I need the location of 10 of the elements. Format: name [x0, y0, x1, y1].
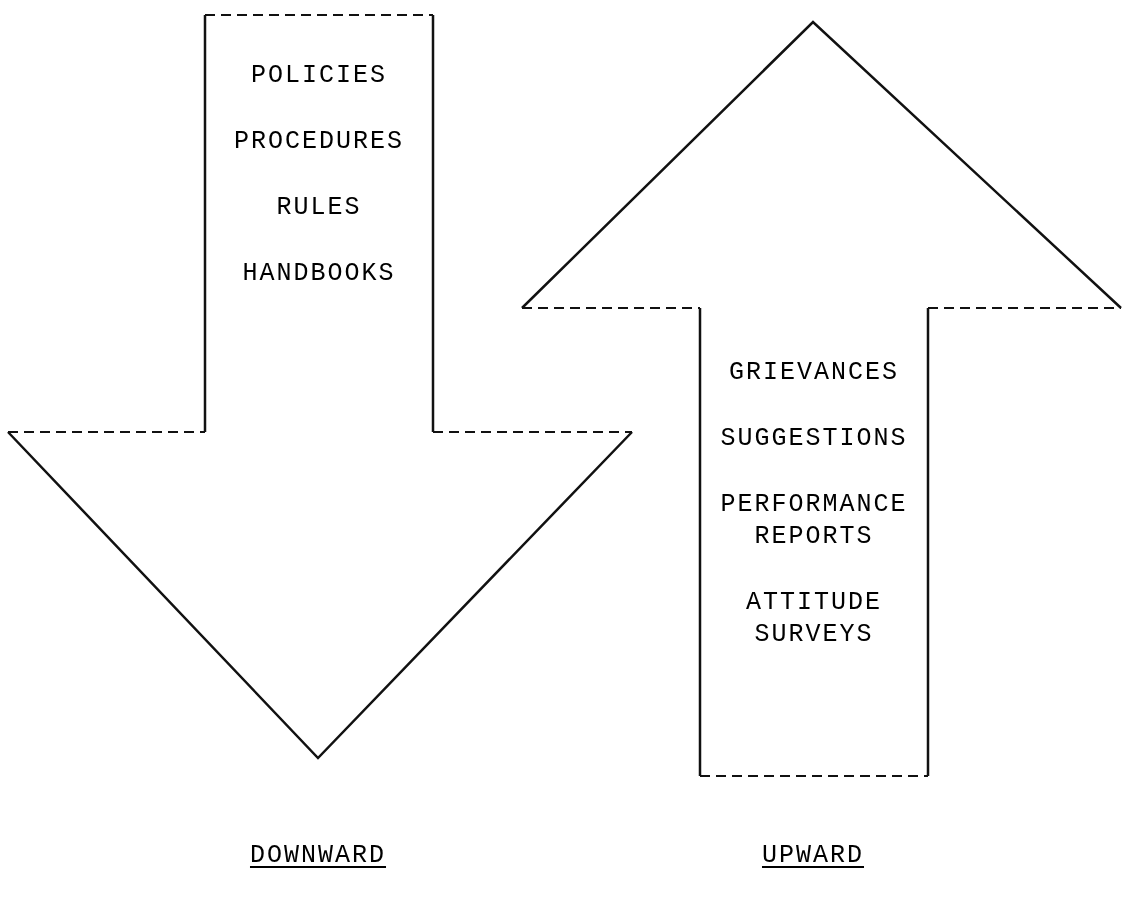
list-item-text: PROCEDURES [233, 126, 405, 158]
list-item-text: POLICIES [250, 60, 388, 92]
list-item-text: GRIEVANCES [728, 357, 900, 389]
list-item-text: RULES [275, 192, 363, 224]
direction-caption: DOWNWARD [250, 840, 386, 872]
list-item-text: ATTITUDE SURVEYS [745, 587, 883, 651]
list-item-text: SUGGESTIONS [719, 423, 909, 455]
list-item-text: PERFORMANCE REPORTS [719, 489, 909, 553]
direction-caption: UPWARD [762, 840, 864, 872]
list-item-text: HANDBOOKS [241, 258, 397, 290]
